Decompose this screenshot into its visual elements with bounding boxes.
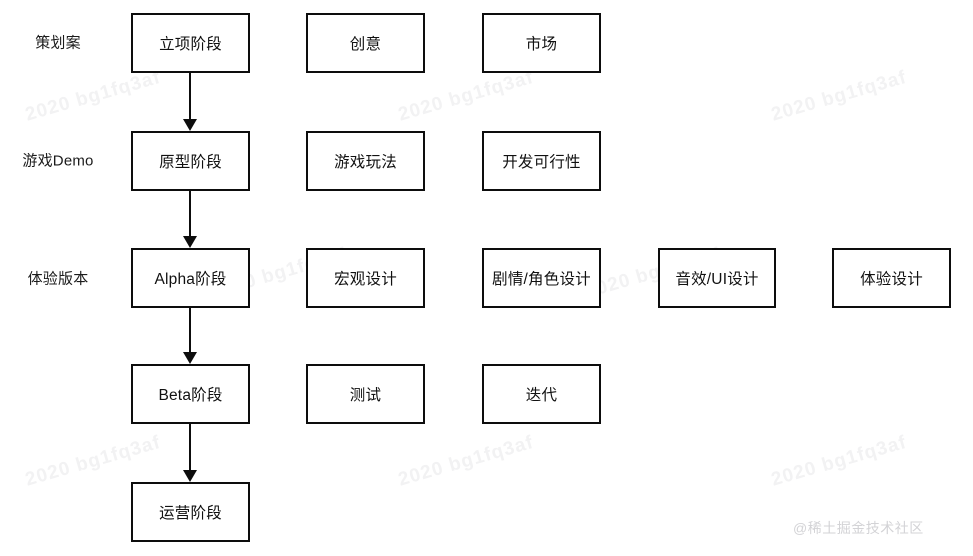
arrow-head-icon: [183, 470, 197, 482]
node-box[interactable]: 迭代: [482, 364, 601, 424]
arrow-beta-to-operation: [180, 424, 200, 482]
node-box[interactable]: Alpha阶段: [131, 248, 250, 308]
node-box[interactable]: 运营阶段: [131, 482, 250, 542]
background-watermark: 2020 bg1fq3af: [395, 431, 537, 491]
background-watermark: 2020 bg1fq3af: [768, 431, 910, 491]
arrow-head-icon: [183, 236, 197, 248]
node-box[interactable]: 市场: [482, 13, 601, 73]
node-box[interactable]: 立项阶段: [131, 13, 250, 73]
node-box[interactable]: 宏观设计: [306, 248, 425, 308]
background-watermark: 2020 bg1fq3af: [395, 66, 537, 126]
node-box[interactable]: 剧情/角色设计: [482, 248, 601, 308]
row-label-0: 策划案: [35, 34, 81, 52]
node-box[interactable]: 开发可行性: [482, 131, 601, 191]
node-box[interactable]: 体验设计: [832, 248, 951, 308]
arrow-demo-to-alpha: [180, 191, 200, 248]
arrow-head-icon: [183, 352, 197, 364]
corner-watermark: @稀土掘金技术社区: [793, 520, 924, 536]
node-box[interactable]: Beta阶段: [131, 364, 250, 424]
row-label-2: 体验版本: [27, 270, 89, 288]
node-box[interactable]: 游戏玩法: [306, 131, 425, 191]
row-label-1: 游戏Demo: [22, 152, 94, 170]
background-watermark: 2020 bg1fq3af: [768, 66, 910, 126]
node-box[interactable]: 测试: [306, 364, 425, 424]
arrow-shaft: [189, 73, 191, 120]
arrow-planning-to-demo: [180, 73, 200, 131]
node-box[interactable]: 原型阶段: [131, 131, 250, 191]
arrow-head-icon: [183, 119, 197, 131]
arrow-alpha-to-beta: [180, 308, 200, 364]
arrow-shaft: [189, 424, 191, 471]
arrow-shaft: [189, 191, 191, 237]
background-watermark: 2020 bg1fq3af: [22, 66, 164, 126]
arrow-shaft: [189, 308, 191, 353]
node-box[interactable]: 音效/UI设计: [658, 248, 776, 308]
node-box[interactable]: 创意: [306, 13, 425, 73]
